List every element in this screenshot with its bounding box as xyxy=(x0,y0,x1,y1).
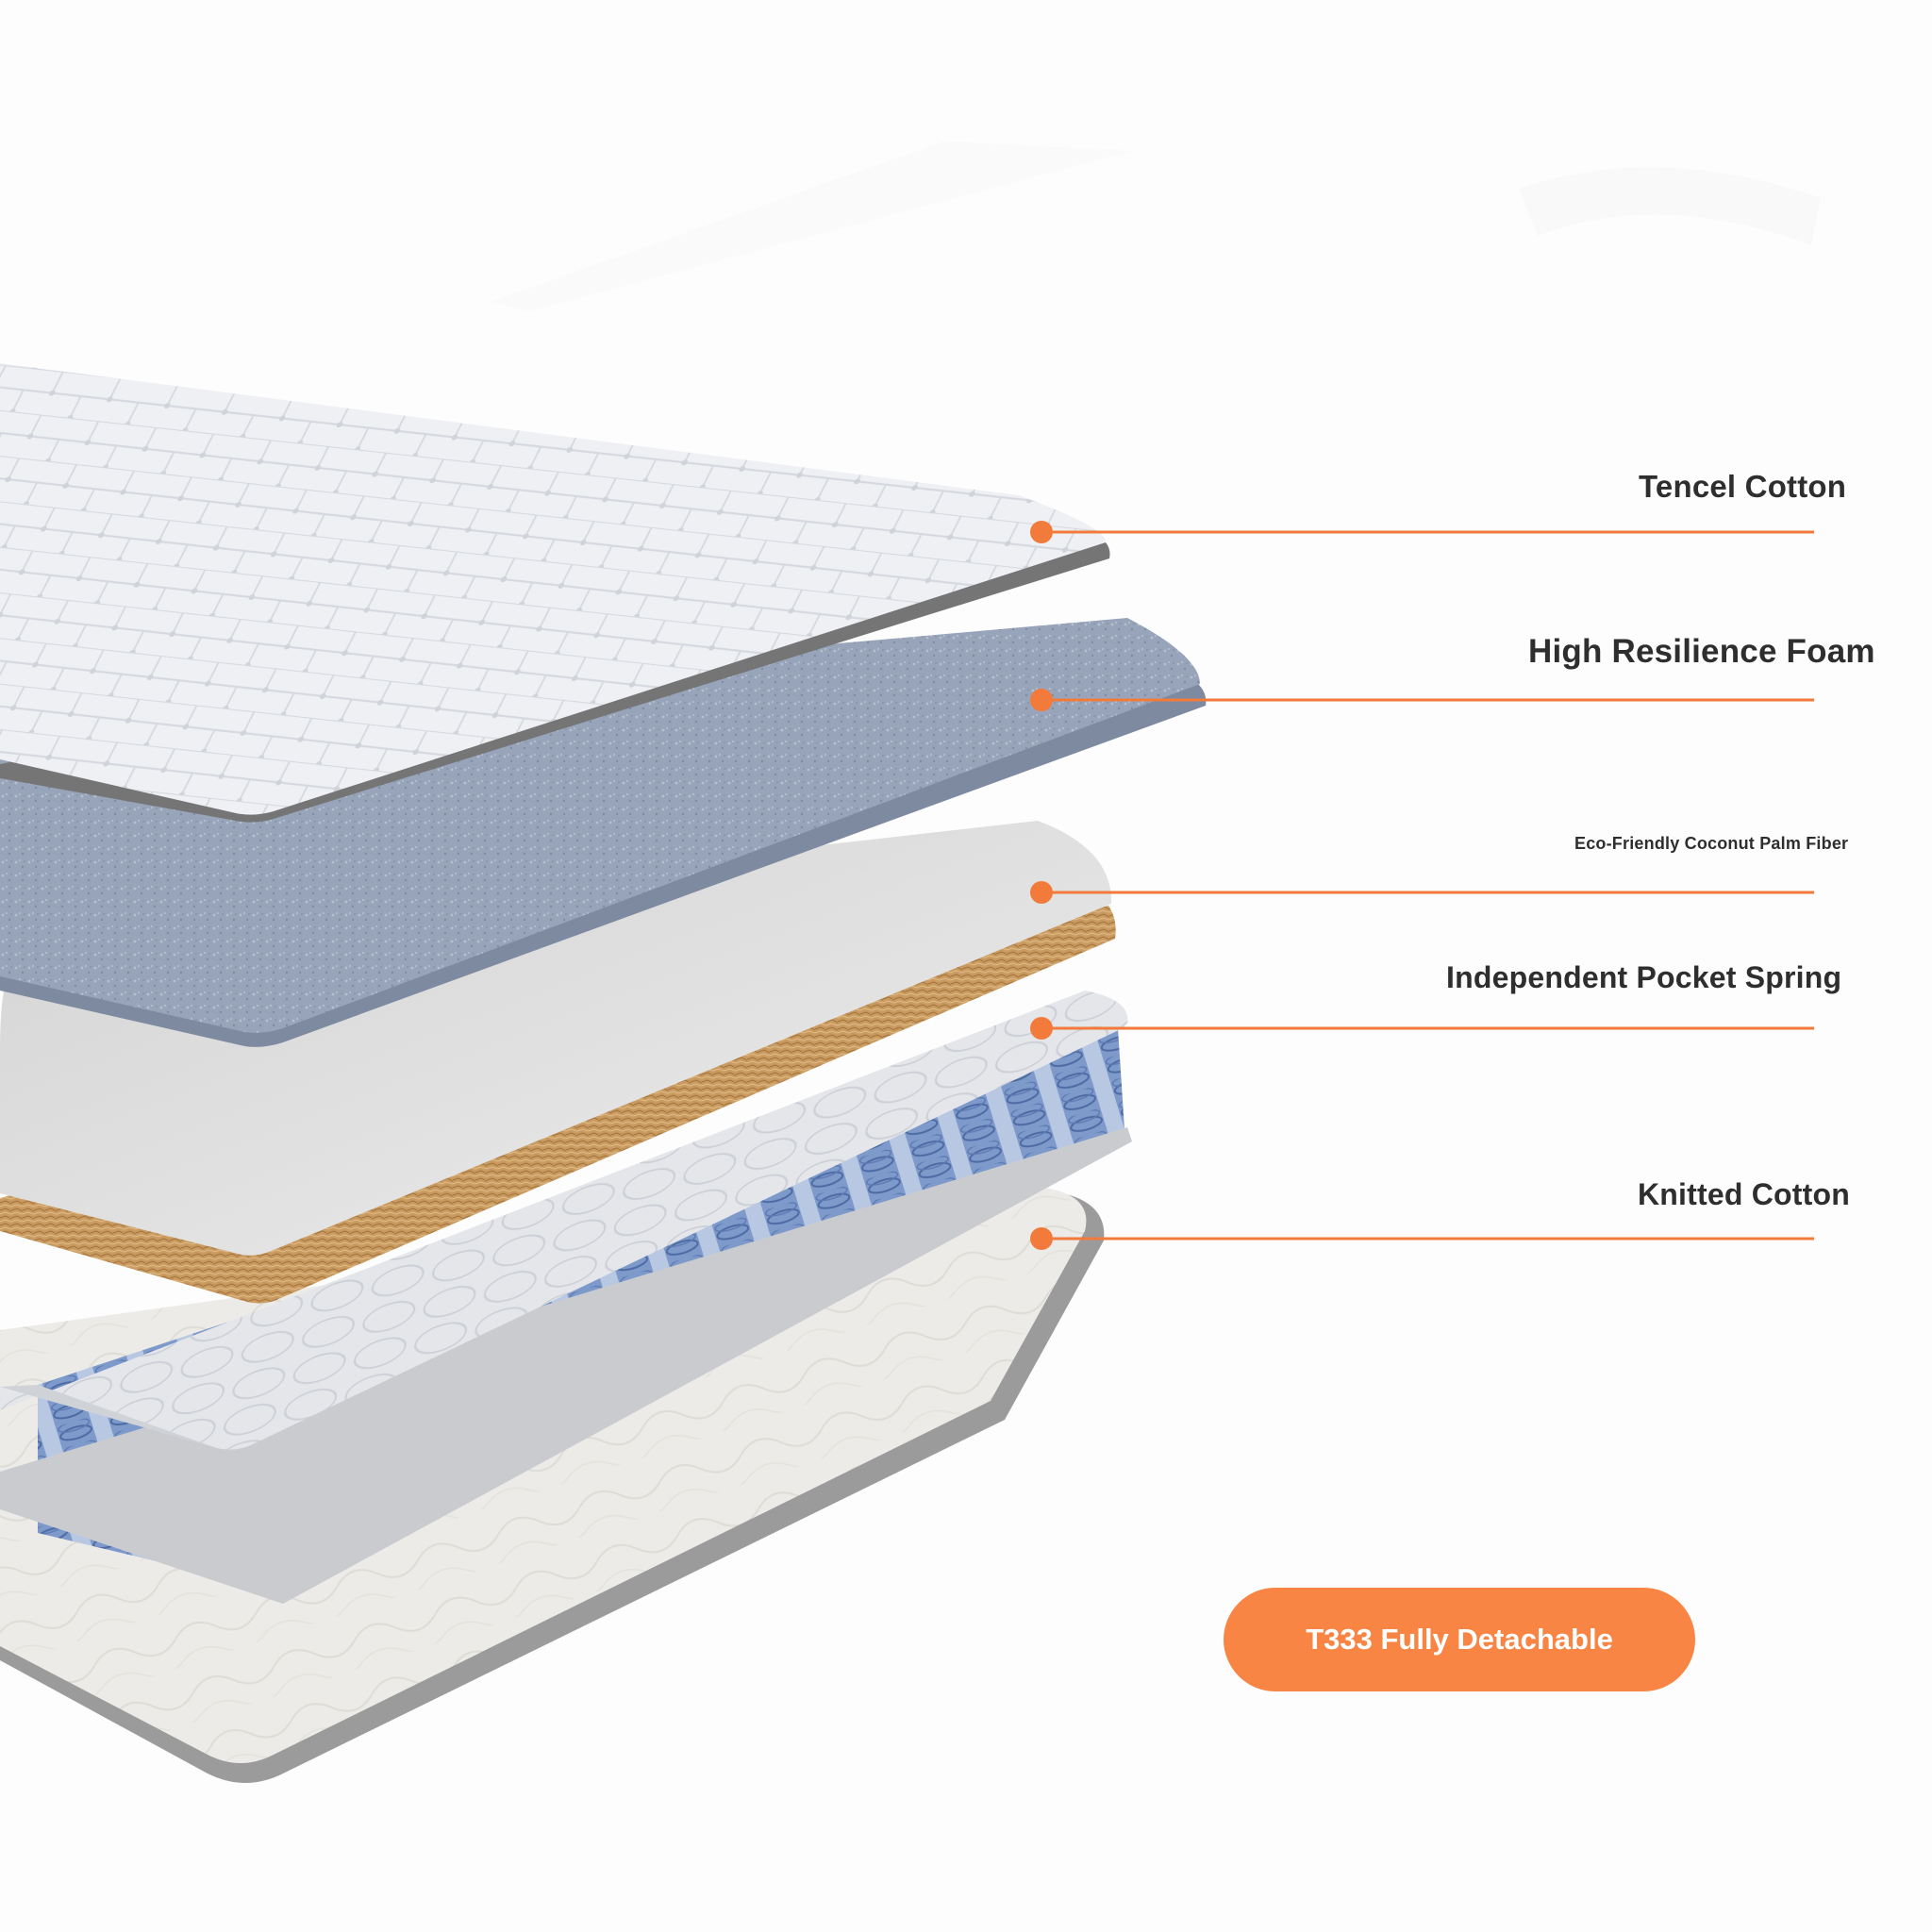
layer-tencel-cotton xyxy=(0,363,1110,823)
label-knitted-cotton: Knitted Cotton xyxy=(1638,1177,1850,1211)
layer-pocket-spring xyxy=(0,991,1132,1604)
background-watermark xyxy=(491,142,1821,311)
detachable-badge-button[interactable]: T333 Fully Detachable xyxy=(1224,1588,1695,1691)
label-coconut-palm-fiber: Eco-Friendly Coconut Palm Fiber xyxy=(1574,834,1849,853)
callout-hr-foam xyxy=(1030,689,1814,711)
callout-pocket-spring xyxy=(1030,1017,1814,1040)
callout-tencel xyxy=(1030,521,1814,543)
label-pocket-spring: Independent Pocket Spring xyxy=(1446,960,1842,994)
callout-knitted-cotton xyxy=(1030,1227,1814,1250)
callout-coconut-fiber xyxy=(1030,881,1814,904)
label-high-resilience-foam: High Resilience Foam xyxy=(1528,633,1875,670)
label-tencel-cotton: Tencel Cotton xyxy=(1639,469,1847,504)
